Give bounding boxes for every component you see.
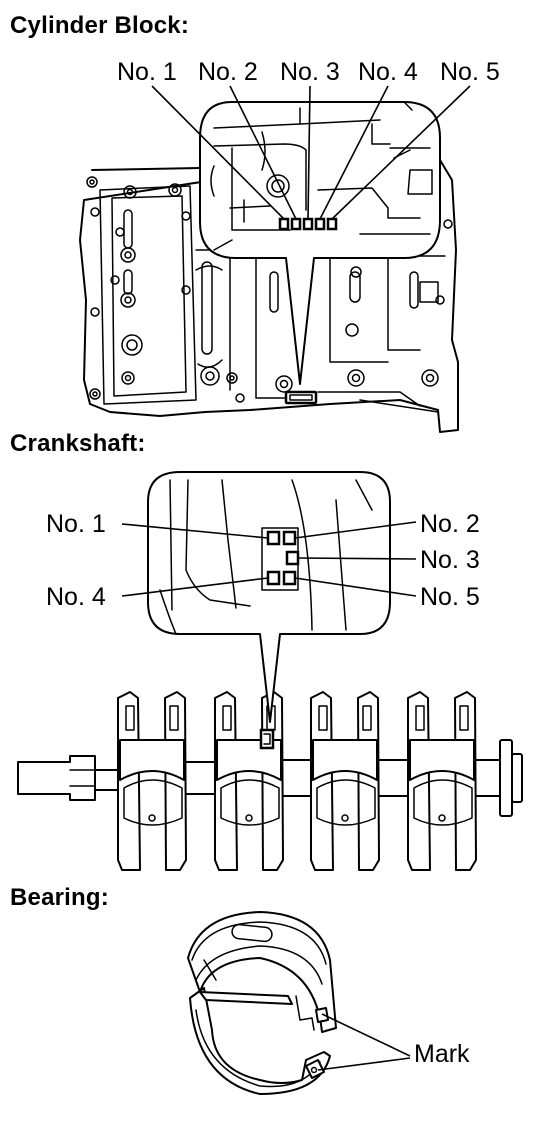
crankshaft-drawing — [17, 471, 523, 871]
crank-label-no1: No. 1 — [46, 510, 106, 538]
crankshaft-title: Crankshaft: — [10, 430, 146, 457]
cylinder-block-drawing — [79, 85, 471, 433]
block-label-no5: No. 5 — [440, 58, 500, 86]
block-label-no1: No. 1 — [117, 58, 177, 86]
cylinder-block-title: Cylinder Block: — [10, 12, 190, 39]
block-label-no3: No. 3 — [280, 58, 340, 86]
crank-label-no4: No. 4 — [46, 583, 106, 611]
block-label-no4: No. 4 — [358, 58, 418, 86]
block-label-no2: No. 2 — [198, 58, 258, 86]
bearing-title: Bearing: — [10, 884, 109, 911]
crank-label-no3: No. 3 — [420, 546, 480, 574]
mark-label: Mark — [414, 1040, 470, 1068]
bearing-drawing — [187, 911, 411, 1095]
crank-label-no2: No. 2 — [420, 510, 480, 538]
crank-label-no5: No. 5 — [420, 583, 480, 611]
